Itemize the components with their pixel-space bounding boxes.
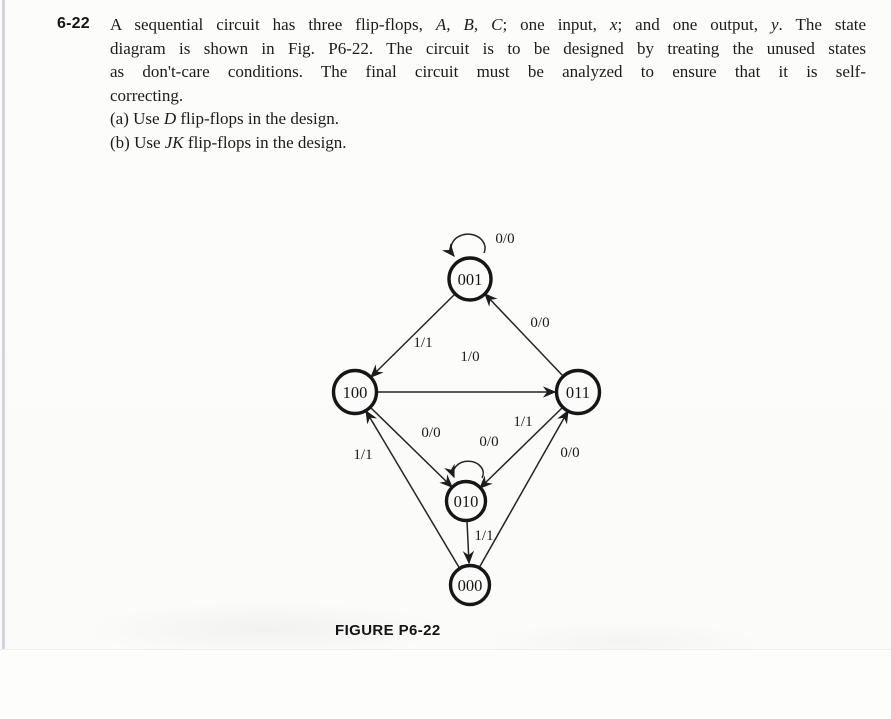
- state-label-100: 100: [343, 383, 368, 402]
- state-node-010: [444, 479, 488, 523]
- problem-number: 6-22: [57, 15, 90, 32]
- transition-000-to-100: [365, 409, 461, 570]
- state-node-001: [447, 256, 493, 302]
- transition-label-010-self: 0/0: [479, 434, 498, 450]
- problem-text-line-1: A sequential circuit has three flip-flop…: [110, 15, 867, 34]
- state-label-001: 001: [458, 270, 483, 289]
- state-diagram: 001 100 011 010 000 0/0 1/1 0/0 1/0 0/0 …: [331, 231, 602, 607]
- state-node-100: [331, 368, 379, 416]
- transition-label-000-100: 1/1: [353, 447, 372, 463]
- problem-text-line-3: as don't-care conditions. The final circ…: [110, 62, 866, 82]
- transition-010-self-loop: [444, 460, 484, 479]
- transition-100-to-010: [369, 406, 453, 488]
- state-label-000: 000: [458, 576, 483, 595]
- transition-011-to-010: [479, 406, 564, 489]
- page-scan-edge: [2, 0, 5, 649]
- transition-label-100-011: 1/0: [460, 349, 479, 365]
- transition-label-010-000: 1/1: [474, 528, 493, 544]
- state-node-011: [554, 368, 602, 416]
- problem-text-line-4: correcting.: [110, 85, 184, 105]
- state-label-011: 011: [566, 383, 590, 402]
- transition-label-011-001: 0/0: [530, 315, 549, 331]
- figure-caption: FIGURE P6-22: [335, 622, 441, 639]
- transition-label-000-011: 0/0: [560, 445, 579, 461]
- transition-011-to-001: [484, 293, 564, 377]
- problem-block: 6-22 A sequential circuit has three flip…: [57, 13, 866, 155]
- problem-item-b: (b) Use JK flip-flops in the design.: [110, 132, 347, 152]
- scanned-paper-background: [0, 0, 891, 650]
- transition-000-to-011: [478, 409, 569, 569]
- transition-label-001-self: 0/0: [495, 231, 514, 247]
- transition-001-self-loop: [441, 233, 486, 258]
- transition-001-to-100: [370, 293, 456, 378]
- transition-010-to-000: [462, 520, 475, 565]
- transition-label-001-100: 1/1: [413, 335, 432, 351]
- state-node-000: [448, 563, 492, 607]
- problem-item-a: (a) Use D flip-flops in the design.: [110, 109, 339, 129]
- state-label-010: 010: [454, 492, 479, 511]
- problem-text: A sequential circuit has three flip-flop…: [110, 13, 866, 155]
- problem-text-line-2: diagram is shown in Fig. P6-22. The circ…: [110, 38, 866, 58]
- transition-label-100-010: 0/0: [421, 425, 440, 441]
- transition-label-011-010: 1/1: [513, 414, 532, 430]
